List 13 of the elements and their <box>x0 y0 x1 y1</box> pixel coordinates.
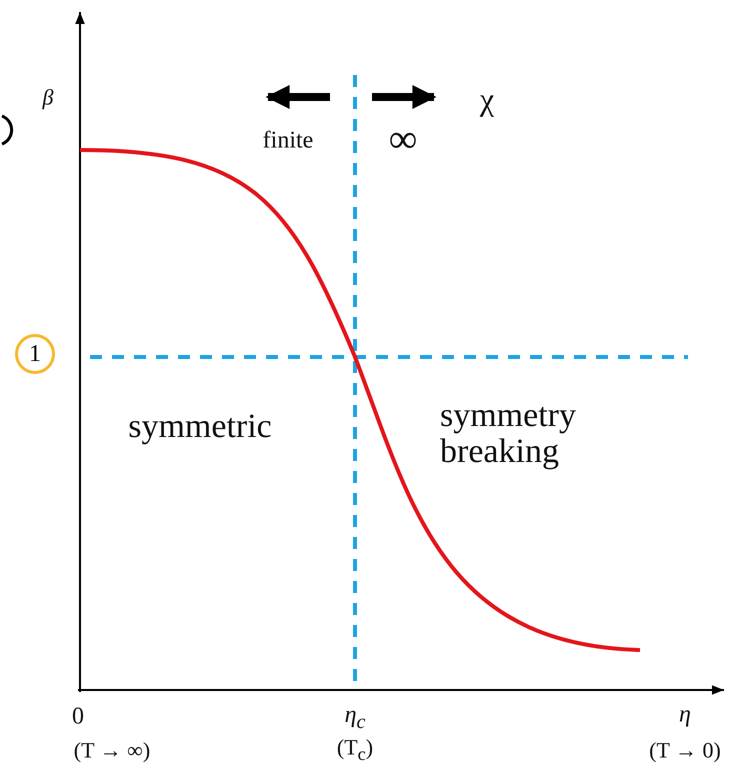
tick-label: (T → ∞) <box>74 738 150 762</box>
region-label: symmetric <box>128 409 272 445</box>
region-label: ∞ <box>388 118 418 160</box>
region-label: finite <box>262 128 314 154</box>
axis-label: η <box>679 702 691 728</box>
tick-label: (T$_{c}$) <box>336 736 374 764</box>
tick-label: η$_{c}$ <box>344 703 366 733</box>
tick-label: (T → 0) <box>649 738 721 762</box>
axis-label: χ <box>480 83 494 117</box>
tick-label: 0 <box>72 704 84 730</box>
axis-label: β <box>42 85 54 109</box>
region-label: symmetry breaking <box>440 398 577 470</box>
circled-number: 1 <box>15 334 55 374</box>
